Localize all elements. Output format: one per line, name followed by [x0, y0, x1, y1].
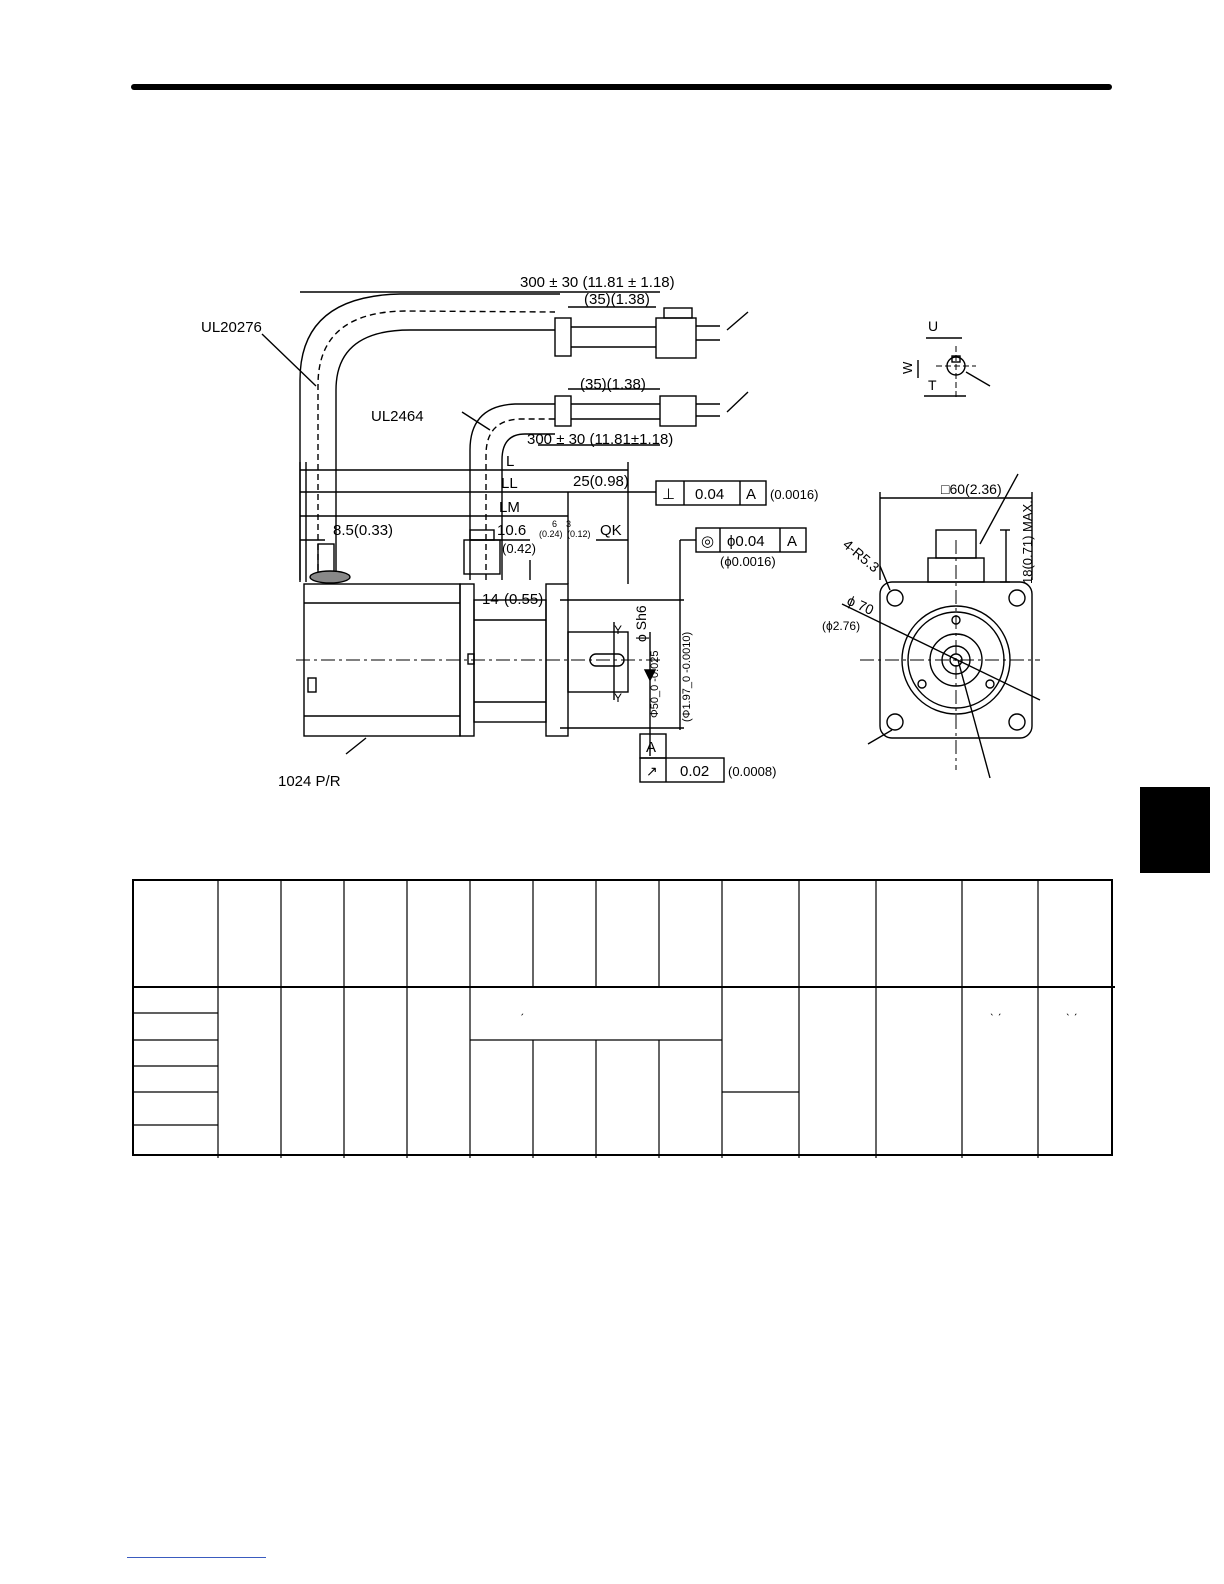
dim-shaft-dia: ϕ Sh6: [633, 605, 649, 642]
dim-pilot-dia-inch: (Φ1.97_0 -0.0010): [681, 632, 693, 722]
gdt-perp-value: 0.04: [695, 486, 724, 503]
gdt-conc-value: ϕ0.04: [727, 533, 765, 550]
encoder-cable-sleeve: [554, 395, 572, 427]
table-tick-2: ˎ ˏ: [990, 1002, 1001, 1016]
dimension-table-grid: ˏ ˎ ˏ ˎ ˏ: [134, 881, 1115, 1158]
dim-lead-length-top: (35)(1.38): [584, 291, 650, 308]
dim-pilot-dia: Φ50_0 -0.025: [649, 651, 661, 719]
gdt-conc-inch: (ϕ0.0016): [720, 554, 776, 569]
dim-0-24: (0.24): [539, 529, 563, 539]
gdt-runout-inch: (0.0008): [728, 764, 776, 779]
dim-6: 6: [552, 519, 557, 529]
encoder-cable-inner: [501, 433, 555, 580]
page-header-rule: [131, 84, 1112, 90]
footer-link-underline: [127, 1557, 266, 1558]
gdt-runout-value: 0.02: [680, 763, 709, 780]
dim-lead-length-mid: (35)(1.38): [580, 376, 646, 393]
gdt-conc-datum: A: [787, 533, 797, 550]
dim-3: 3: [566, 519, 571, 529]
gdt-perp-symbol: ⊥: [662, 486, 675, 503]
dim-0-12: (0.12): [567, 529, 591, 539]
key-U: U: [928, 318, 938, 334]
encoder-connector: [659, 395, 697, 427]
main-gland: [317, 543, 335, 575]
dim-8-5: 8.5(0.33): [333, 522, 393, 539]
dim-cable-encoder-length: 300 ± 30 (11.81±1.18): [527, 431, 673, 448]
dim-LM: LM: [499, 499, 520, 516]
gdt-runout-symbol: ↗: [646, 763, 658, 779]
dim-QK: QK: [600, 522, 622, 539]
dim-holes: 4-R5.3: [840, 536, 883, 575]
label-cable-encoder-type: UL2464: [371, 408, 424, 425]
dimension-table: ˏ ˎ ˏ ˎ ˏ: [132, 879, 1115, 1158]
main-cable-mid: [317, 310, 556, 580]
main-cable-outer: [299, 293, 560, 580]
section-mark-bottom: Y: [614, 691, 622, 705]
main-connector: [655, 317, 697, 359]
table-tick-1: ˏ: [520, 1002, 524, 1016]
main-cable-sleeve: [554, 317, 572, 357]
servomotor-dimension-drawing: 300 ± 30 (11.81 ± 1.18) (35)(1.38) UL202…: [201, 274, 1041, 790]
label-encoder: 1024 P/R: [278, 773, 341, 790]
gdt-perp-inch: (0.0016): [770, 487, 818, 502]
dim-10-6: 10.6: [497, 522, 526, 539]
motor-flange-body: [473, 599, 547, 723]
gdt-perp-datum: A: [746, 486, 756, 503]
key-W: W: [900, 361, 915, 374]
dim-LL: LL: [501, 475, 518, 492]
dim-height-max: 18(0.71) MAX.: [1020, 500, 1035, 584]
motor-shaft: [567, 631, 629, 693]
dim-flange-square: □60(2.36): [941, 481, 1002, 497]
dim-14: 14: [482, 591, 499, 608]
dim-cable-main-length: 300 ± 30 (11.81 ± 1.18): [520, 274, 675, 291]
dim-25: 25(0.98): [573, 473, 629, 490]
dim-pcd-inch: (ϕ2.76): [822, 619, 860, 633]
dim-0-55: (0.55): [504, 591, 543, 608]
encoder-cable-outer: [469, 403, 555, 580]
section-mark-top: Y: [614, 623, 622, 637]
key-T: T: [928, 377, 937, 393]
dim-L: L: [506, 453, 514, 470]
dim-pcd: ϕ 70: [845, 592, 877, 618]
gdt-datum-A: A: [646, 739, 656, 756]
chapter-tab: [1140, 787, 1210, 873]
dim-0-42: (0.42): [502, 541, 536, 556]
table-tick-3: ˎ ˏ: [1066, 1002, 1077, 1016]
label-cable-main-type: UL20276: [201, 319, 262, 336]
gdt-conc-symbol: ◎: [701, 533, 714, 550]
main-cable-inner: [335, 329, 555, 580]
